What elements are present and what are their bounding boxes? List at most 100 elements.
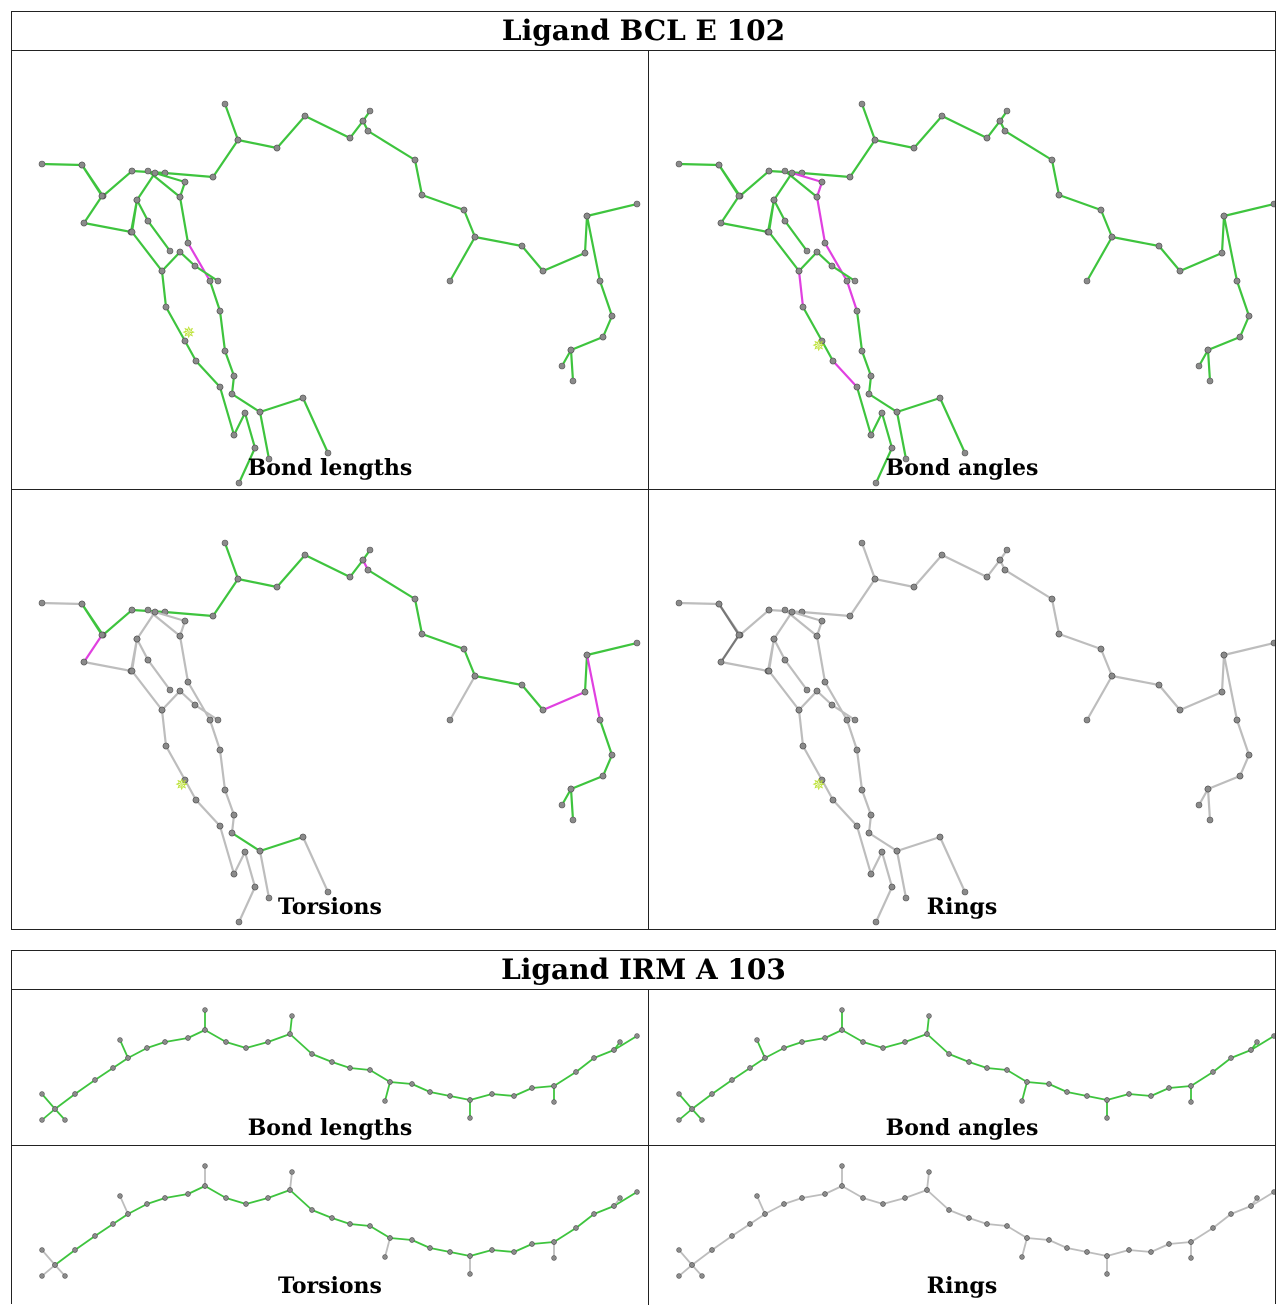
atom bbox=[961, 888, 969, 896]
atom bbox=[144, 1201, 150, 1207]
bond bbox=[348, 119, 365, 140]
bond bbox=[1206, 348, 1212, 383]
atom bbox=[1097, 645, 1105, 653]
bond bbox=[1050, 597, 1061, 636]
atom bbox=[128, 606, 136, 614]
bond bbox=[236, 577, 279, 589]
ligand-block-bcl: Ligand BCL E 102 ✵ Bond lengths ✵ Bond a… bbox=[11, 11, 1276, 930]
atom bbox=[287, 1187, 293, 1193]
atom bbox=[946, 1207, 952, 1213]
bond bbox=[800, 610, 852, 618]
outlier-bond bbox=[82, 633, 104, 664]
bond bbox=[331, 1061, 351, 1069]
atom bbox=[216, 822, 224, 830]
bond bbox=[1003, 568, 1054, 601]
bond bbox=[948, 1209, 970, 1219]
atom bbox=[221, 100, 229, 108]
bond bbox=[449, 1251, 471, 1257]
bond bbox=[1238, 314, 1251, 339]
atom bbox=[158, 267, 166, 275]
bond bbox=[187, 1185, 206, 1195]
atom bbox=[209, 173, 217, 181]
bond bbox=[135, 637, 150, 662]
bond bbox=[513, 1087, 533, 1097]
bond bbox=[772, 171, 794, 202]
atom bbox=[289, 1169, 295, 1175]
bond bbox=[1106, 1093, 1130, 1101]
atom bbox=[902, 1039, 908, 1045]
bond bbox=[783, 658, 809, 692]
bond bbox=[845, 718, 859, 752]
atom bbox=[346, 573, 354, 581]
bond bbox=[926, 1015, 930, 1035]
bond bbox=[569, 787, 575, 822]
atom bbox=[839, 1007, 845, 1013]
atom bbox=[1233, 716, 1241, 724]
atom bbox=[551, 1083, 557, 1089]
atom bbox=[961, 449, 969, 457]
atom bbox=[902, 894, 910, 902]
bond bbox=[797, 689, 819, 712]
atom bbox=[843, 277, 851, 285]
bond bbox=[232, 411, 247, 437]
bond bbox=[569, 335, 605, 352]
atom bbox=[1024, 1235, 1030, 1241]
bond bbox=[830, 264, 857, 283]
atom bbox=[770, 196, 778, 204]
atom bbox=[144, 656, 152, 664]
molecule-view: ✵ bbox=[38, 100, 641, 487]
panel-caption: Torsions bbox=[278, 894, 382, 920]
bond bbox=[855, 385, 873, 437]
atom bbox=[324, 888, 332, 896]
atom bbox=[880, 1045, 886, 1051]
atom bbox=[176, 193, 184, 201]
atom bbox=[717, 658, 725, 666]
atom bbox=[1218, 249, 1226, 257]
bond bbox=[1106, 1249, 1130, 1257]
bond bbox=[867, 831, 899, 853]
atom bbox=[511, 1249, 517, 1255]
atom bbox=[221, 539, 229, 547]
atom bbox=[151, 608, 159, 616]
bond bbox=[1238, 753, 1251, 778]
atom bbox=[518, 681, 526, 689]
bond bbox=[783, 1197, 803, 1205]
atom bbox=[829, 357, 837, 365]
atom bbox=[1126, 1247, 1132, 1253]
atom bbox=[926, 1013, 932, 1019]
atom bbox=[888, 883, 896, 891]
atom bbox=[446, 277, 454, 285]
atom bbox=[1210, 1225, 1216, 1231]
bond bbox=[218, 824, 236, 876]
atom bbox=[569, 816, 577, 824]
bond bbox=[1212, 1057, 1232, 1073]
atom bbox=[1204, 346, 1212, 354]
bond bbox=[1021, 1237, 1028, 1258]
bond bbox=[1050, 158, 1061, 197]
atom bbox=[558, 362, 566, 370]
atom bbox=[983, 573, 991, 581]
atom bbox=[818, 337, 826, 345]
atom bbox=[803, 686, 811, 694]
panel-caption: Bond angles bbox=[885, 455, 1039, 481]
atom bbox=[709, 1091, 715, 1097]
bond bbox=[311, 1209, 333, 1219]
atom bbox=[984, 1065, 990, 1071]
bond bbox=[163, 610, 215, 618]
bond bbox=[1222, 214, 1239, 283]
bond bbox=[820, 778, 835, 802]
bond bbox=[449, 1095, 471, 1101]
atom bbox=[467, 1253, 473, 1259]
atom bbox=[821, 678, 829, 686]
atom bbox=[583, 212, 591, 220]
bond bbox=[767, 198, 776, 234]
bond bbox=[783, 219, 809, 253]
atom bbox=[92, 1233, 98, 1239]
bond bbox=[583, 653, 589, 694]
atom bbox=[181, 178, 189, 186]
atom bbox=[599, 772, 607, 780]
atom bbox=[418, 191, 426, 199]
bond bbox=[469, 1093, 493, 1101]
bond bbox=[187, 1029, 206, 1039]
bond bbox=[130, 230, 164, 273]
